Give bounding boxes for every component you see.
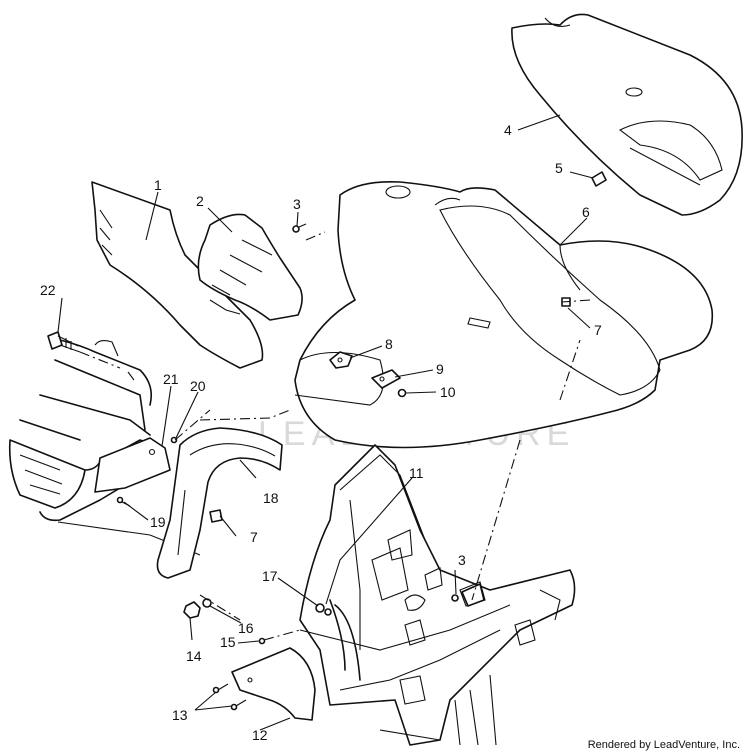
part-7-nut-lower[interactable] — [209, 509, 223, 523]
part-18-fender-flap[interactable] — [156, 427, 283, 579]
part-10-nut[interactable] — [397, 388, 407, 398]
leader-lines — [57, 114, 594, 731]
part-8-screw[interactable] — [329, 351, 353, 369]
part-14-nut[interactable] — [183, 601, 201, 619]
part-1-side-panel[interactable] — [91, 181, 264, 369]
callout-11: 11 — [409, 465, 424, 481]
part-2-footrest-guard[interactable] — [197, 213, 303, 321]
part-21-bracket[interactable] — [94, 437, 171, 493]
part-3-screw-upper[interactable] — [292, 223, 307, 233]
part-16-washer[interactable] — [202, 598, 212, 608]
part-15-screw[interactable] — [258, 637, 266, 645]
footer-credit: Rendered by LeadVenture, Inc. — [587, 739, 740, 751]
front-frame — [299, 444, 576, 746]
callout-16: 16 — [238, 620, 254, 636]
callout-22: 22 — [40, 282, 56, 298]
callout-14: 14 — [186, 648, 202, 664]
alignment-lines — [79, 231, 591, 641]
callout-6: 6 — [582, 204, 590, 220]
left-chassis — [8, 339, 201, 556]
callout-10: 10 — [440, 384, 456, 400]
callout-3-lower: 3 — [458, 552, 466, 568]
part-4-rear-cover[interactable] — [511, 13, 743, 216]
callout-13: 13 — [172, 707, 188, 723]
part-11-cable[interactable] — [329, 599, 361, 681]
part-12-bracket-plate[interactable] — [231, 647, 316, 721]
part-6-rear-fender[interactable] — [294, 180, 714, 449]
callout-12: 12 — [252, 727, 268, 743]
callout-19: 19 — [150, 514, 166, 530]
callout-8: 8 — [385, 336, 393, 352]
part-9-clip[interactable] — [371, 369, 401, 389]
callout-18: 18 — [263, 490, 279, 506]
callout-21: 21 — [163, 371, 179, 387]
part-5-clip[interactable] — [591, 171, 607, 187]
callout-5: 5 — [555, 160, 563, 176]
callout-4: 4 — [504, 122, 512, 138]
callout-labels: 1 2 3 4 5 6 7 8 9 10 11 12 13 14 15 16 1… — [40, 122, 602, 743]
callout-7-lower: 7 — [250, 529, 258, 545]
part-22-bolt[interactable] — [47, 331, 81, 353]
callout-15: 15 — [220, 634, 236, 650]
callout-3-upper: 3 — [293, 196, 301, 212]
callout-20: 20 — [190, 378, 206, 394]
callout-17: 17 — [262, 568, 278, 584]
callout-9: 9 — [436, 361, 444, 377]
part-20-rivet[interactable] — [170, 436, 178, 444]
callout-1: 1 — [154, 177, 162, 193]
callout-7-upper: 7 — [594, 322, 602, 338]
callout-2: 2 — [196, 193, 204, 209]
